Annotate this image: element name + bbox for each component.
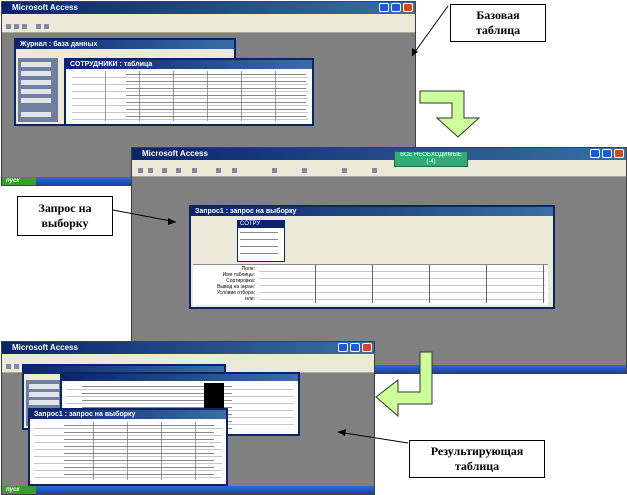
- screenshot-base-table: Microsoft Access Журнал : база данных СО…: [1, 1, 416, 186]
- pointer-line-result: [337, 431, 409, 444]
- screenshot-select-query: Microsoft Access ВСЕ НЕОБХОДИМЫЕ (-4) За…: [131, 147, 627, 374]
- maximize-button[interactable]: [602, 149, 612, 158]
- row-label-table: Имя таблицы:: [222, 272, 255, 278]
- pointer-head-result: [338, 429, 346, 436]
- objects-sidebar: [18, 58, 58, 122]
- table-window-title: СОТРУДНИКИ : таблица: [66, 60, 312, 69]
- app-title-bar: Microsoft Access: [132, 148, 626, 160]
- toolbar: [2, 22, 415, 33]
- minimize-button[interactable]: [590, 149, 600, 158]
- menu-bar: [2, 354, 374, 362]
- pointer-line-base: [411, 5, 449, 57]
- row-label-criteria: Условие отбора:: [216, 290, 255, 296]
- table-window: СОТРУДНИКИ : таблица: [64, 58, 314, 126]
- row-label-field: Поле:: [241, 266, 255, 272]
- start-button[interactable]: пуск: [2, 486, 36, 494]
- maximize-button[interactable]: [391, 3, 401, 12]
- query-design-window: Запрос1 : запрос на выборку СОТРУ Поле: …: [189, 205, 555, 309]
- row-label-show: Вывод на экран:: [217, 284, 255, 290]
- toolbar: [132, 166, 626, 177]
- minimize-button[interactable]: [338, 343, 348, 352]
- taskbar: [132, 365, 626, 373]
- taskbar: [2, 486, 374, 494]
- database-window-title: Журнал : база данных: [16, 40, 234, 49]
- callout-result-table: Результирующая таблица: [409, 440, 545, 478]
- bent-arrow-down-2: [375, 351, 433, 418]
- close-button[interactable]: [614, 149, 624, 158]
- close-button[interactable]: [362, 343, 372, 352]
- pointer-line-query: [112, 209, 177, 223]
- field-list-title: СОТРУ: [238, 221, 284, 228]
- app-title-bar: Microsoft Access: [2, 2, 415, 14]
- table-field-list[interactable]: СОТРУ: [237, 220, 285, 262]
- start-button[interactable]: пуск: [2, 177, 36, 185]
- bent-arrow-down-1: [419, 90, 481, 138]
- query-window-title: Запрос1 : запрос на выборку: [191, 207, 553, 216]
- pointer-head-query: [168, 218, 176, 225]
- row-label-or: или:: [245, 296, 255, 302]
- query-grid-row-labels: Поле: Имя таблицы: Сортировка: Вывод на …: [195, 266, 255, 302]
- minimize-button[interactable]: [379, 3, 389, 12]
- tooltip-badge: ВСЕ НЕОБХОДИМЫЕ (-4): [394, 151, 468, 167]
- menu-bar: [2, 14, 415, 22]
- screenshot-result-table: Microsoft Access Запрос1 : запрос на выб…: [1, 341, 375, 495]
- result-window-title: Запрос1 : запрос на выборку: [30, 410, 226, 419]
- app-title: Microsoft Access: [12, 3, 78, 12]
- row-label-sort: Сортировка:: [226, 278, 255, 284]
- result-window: Запрос1 : запрос на выборку: [28, 408, 228, 486]
- menu-bar: [132, 160, 626, 168]
- callout-base-table: Базовая таблица: [450, 4, 546, 42]
- close-button[interactable]: [403, 3, 413, 12]
- app-title-bar: Microsoft Access: [2, 342, 374, 354]
- pointer-head-base: [412, 48, 418, 56]
- maximize-button[interactable]: [350, 343, 360, 352]
- query-grid: Поле: Имя таблицы: Сортировка: Вывод на …: [193, 264, 548, 305]
- callout-select-query: Запрос на выборку: [17, 196, 113, 236]
